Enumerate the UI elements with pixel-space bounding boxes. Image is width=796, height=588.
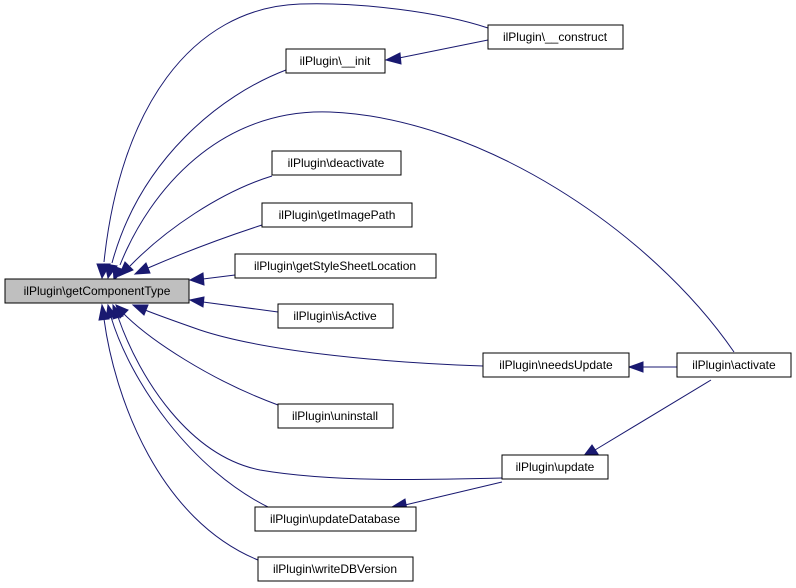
node-getstylesheetlocation[interactable]: ilPlugin\getStyleSheetLocation bbox=[234, 253, 437, 279]
edge-needsupdate-to-root bbox=[131, 304, 484, 367]
node-label: ilPlugin\updateDatabase bbox=[270, 512, 400, 526]
call-graph-edges bbox=[96, 3, 735, 561]
edge-init-to-root bbox=[104, 69, 287, 280]
node-needsupdate[interactable]: ilPlugin\needsUpdate bbox=[482, 352, 630, 378]
node-label: ilPlugin\__construct bbox=[503, 30, 608, 44]
edge-update-to-root bbox=[112, 303, 503, 481]
node-label: ilPlugin\needsUpdate bbox=[499, 358, 613, 372]
node-construct[interactable]: ilPlugin\__construct bbox=[487, 24, 624, 50]
edge-deactivate-to-root bbox=[118, 175, 273, 277]
node-label: ilPlugin\getImagePath bbox=[279, 208, 396, 222]
node-update[interactable]: ilPlugin\update bbox=[501, 454, 609, 480]
node-label: ilPlugin\uninstall bbox=[292, 409, 378, 423]
edge-updatedatabase-to-root bbox=[105, 303, 273, 510]
node-label: ilPlugin\__init bbox=[300, 54, 371, 68]
node-activate[interactable]: ilPlugin\activate bbox=[676, 352, 792, 378]
node-label: ilPlugin\isActive bbox=[293, 309, 377, 323]
node-uninstall[interactable]: ilPlugin\uninstall bbox=[277, 403, 394, 429]
edge-activate-to-needsupdate bbox=[627, 361, 677, 373]
call-graph-nodes: ilPlugin\getComponentType ilPlugin\__con… bbox=[4, 24, 792, 582]
edge-update-to-updatedatabase bbox=[390, 481, 503, 511]
edge-activate-to-root bbox=[112, 111, 735, 353]
node-updatedatabase[interactable]: ilPlugin\updateDatabase bbox=[254, 506, 417, 532]
edge-getstylesheetlocation-to-root bbox=[188, 272, 236, 286]
node-label: ilPlugin\deactivate bbox=[288, 156, 385, 170]
node-label: ilPlugin\getComponentType bbox=[24, 284, 171, 298]
node-isactive[interactable]: ilPlugin\isActive bbox=[277, 303, 394, 329]
edge-activate-to-update bbox=[581, 379, 712, 458]
node-getimagepath[interactable]: ilPlugin\getImagePath bbox=[261, 202, 413, 228]
node-init[interactable]: ilPlugin\__init bbox=[285, 48, 386, 74]
edge-writedbversion-to-root bbox=[98, 303, 259, 561]
node-deactivate[interactable]: ilPlugin\deactivate bbox=[271, 150, 402, 176]
node-label: ilPlugin\activate bbox=[692, 358, 776, 372]
edge-isactive-to-root bbox=[188, 296, 279, 313]
edge-getimagepath-to-root bbox=[133, 224, 263, 275]
node-label: ilPlugin\getStyleSheetLocation bbox=[254, 259, 416, 273]
edge-construct-to-root bbox=[96, 3, 489, 280]
edge-uninstall-to-root bbox=[115, 304, 279, 406]
node-getcomponenttype[interactable]: ilPlugin\getComponentType bbox=[4, 278, 190, 304]
edge-construct-to-init bbox=[384, 39, 489, 65]
node-label: ilPlugin\writeDBVersion bbox=[273, 562, 397, 576]
node-label: ilPlugin\update bbox=[516, 460, 595, 474]
node-writedbversion[interactable]: ilPlugin\writeDBVersion bbox=[257, 556, 414, 582]
